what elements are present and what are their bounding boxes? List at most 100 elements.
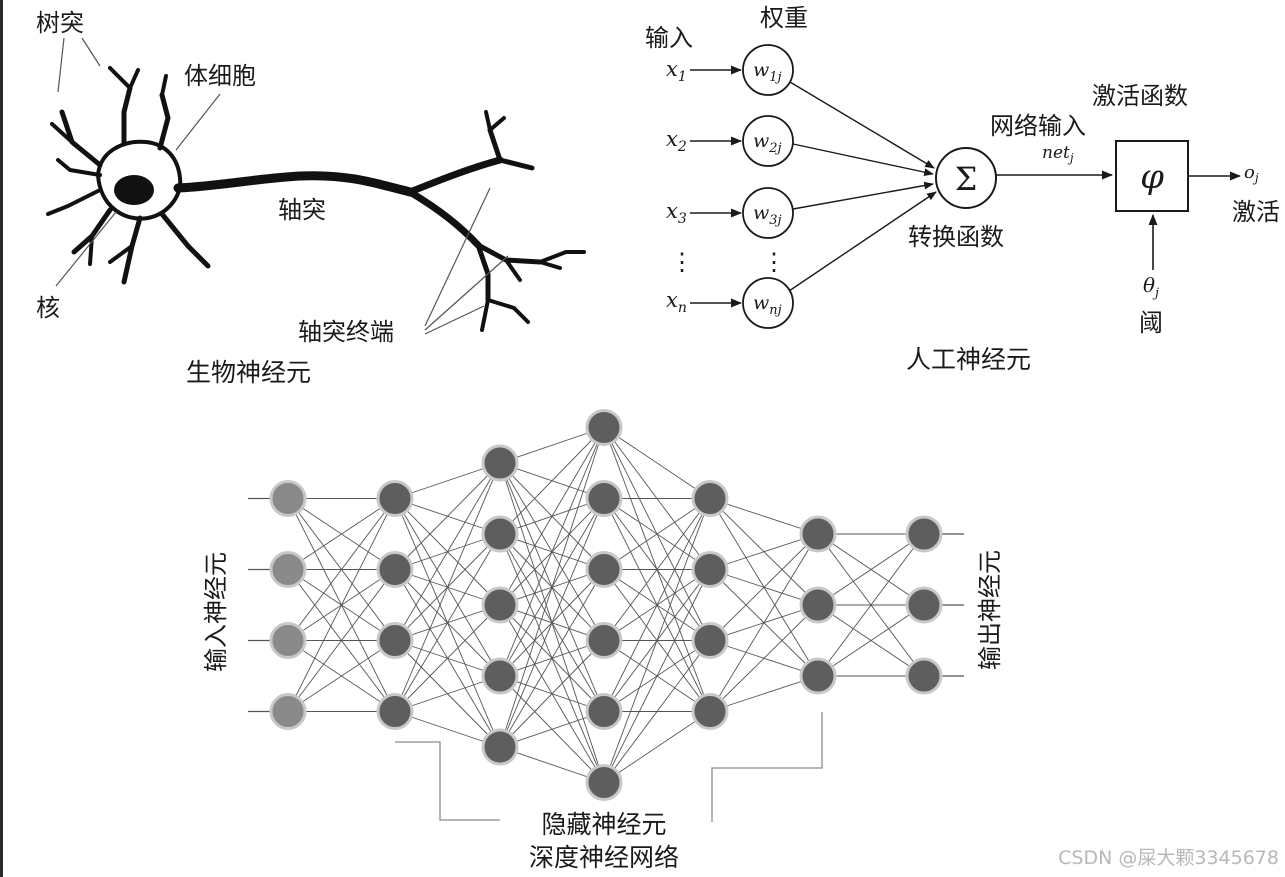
- weight-wnj: wnj: [753, 292, 782, 318]
- activation-box: [1115, 140, 1189, 212]
- dnn-edge: [709, 675, 819, 712]
- watermark: CSDN @屎大颗3345678: [1058, 847, 1279, 869]
- biological-neuron: 树突 体细胞 核 轴突 轴突终端 生物神经元: [36, 9, 586, 387]
- input-x3: x3: [666, 199, 687, 227]
- dnn-edge: [287, 498, 396, 641]
- hidden-neuron: [481, 586, 519, 624]
- soma-label: 体细胞: [184, 62, 256, 90]
- axon-terminal-label: 轴突终端: [298, 318, 394, 346]
- dnn-edge: [603, 498, 711, 641]
- dnn-edge: [817, 533, 925, 677]
- hidden-neuron: [376, 480, 414, 517]
- dnn-edges: [287, 427, 925, 783]
- axon-shape: [173, 171, 415, 197]
- input-title: 输入: [645, 24, 693, 52]
- dnn-edge: [603, 427, 711, 499]
- dnn-edge: [499, 427, 605, 535]
- hidden-neuron: [585, 693, 623, 730]
- input-ellipsis: ⋮: [670, 248, 694, 276]
- weight-node-n: [742, 277, 794, 329]
- dnn-edge: [394, 462, 501, 712]
- activation-symbol: φ: [1140, 157, 1164, 197]
- axon-label: 轴突: [278, 196, 326, 224]
- hidden-neuron: [481, 515, 519, 553]
- summation-node: [935, 147, 997, 209]
- net-label: netj: [1042, 143, 1074, 165]
- dnn-edge: [603, 498, 711, 783]
- hidden-neuron: [585, 622, 623, 659]
- dnn-edge: [499, 427, 605, 606]
- hidden-neuron: [481, 728, 519, 766]
- dnn-edge: [394, 462, 501, 570]
- input-x1: x1: [666, 57, 687, 85]
- dnn-edge: [287, 498, 396, 712]
- weight-title: 权重: [760, 4, 808, 32]
- nucleus-shape: [114, 175, 154, 205]
- artificial-caption: 人工神经元: [906, 345, 1031, 374]
- activation-function-title: 激活函数: [1092, 82, 1188, 110]
- input-neuron: [269, 622, 307, 659]
- hidden-neuron: [376, 551, 414, 588]
- weight-node-2: [742, 115, 794, 167]
- dnn-edge: [709, 533, 819, 712]
- threshold-title: 阈: [1139, 309, 1163, 337]
- hidden-bracket: [395, 712, 823, 822]
- deep-network-caption: 深度神经网络: [529, 843, 679, 872]
- dnn-edge: [287, 569, 396, 712]
- bio-leader-lines: [55, 37, 509, 335]
- dnn-edge: [603, 640, 711, 783]
- input-x2: x2: [666, 127, 687, 155]
- dnn-edge: [499, 427, 605, 677]
- dnn-edge: [499, 640, 605, 748]
- dnn-edge: [817, 533, 925, 606]
- weight-node-3: [742, 187, 794, 239]
- output-neuron: [905, 586, 943, 624]
- nucleus-label: 核: [36, 294, 60, 322]
- hidden-neuron: [799, 586, 837, 624]
- sum-symbol: Σ: [955, 160, 978, 198]
- dnn-edge: [499, 427, 605, 748]
- output-neuron: [905, 657, 943, 695]
- input-neurons-label: 输入神经元: [202, 552, 230, 672]
- weight-w2j: w2j: [753, 130, 782, 156]
- hidden-neuron: [585, 764, 623, 801]
- artificial-neuron: 输入 权重 x1 w1j x2 w2j x3 w3j ⋮ ⋮ xn wnj: [645, 4, 1280, 374]
- input-neuron: [269, 551, 307, 588]
- dnn-edge: [709, 533, 819, 641]
- hidden-neuron: [481, 444, 519, 482]
- output-neuron: [905, 515, 943, 553]
- hidden-neuron: [799, 657, 837, 695]
- dnn-edge: [603, 498, 711, 570]
- weight-ellipsis: ⋮: [762, 248, 786, 276]
- dnn-edge: [817, 604, 925, 677]
- dnn-edge: [709, 498, 819, 535]
- weight-w3j: w3j: [753, 202, 782, 228]
- output-neurons-label: 输出神经元: [976, 550, 1004, 670]
- dnn-edge: [603, 569, 711, 783]
- hidden-neuron: [376, 693, 414, 730]
- deep-neural-network: 输入神经元 输出神经元 隐藏神经元 深度神经网络: [202, 409, 1004, 872]
- hidden-neuron: [585, 480, 623, 517]
- threshold-theta: θj: [1143, 273, 1159, 301]
- hidden-neuron: [691, 693, 729, 730]
- bio-caption: 生物神经元: [186, 358, 311, 387]
- output-title: 激活: [1232, 198, 1280, 226]
- hidden-neuron: [691, 480, 729, 517]
- output-oj: oj: [1244, 162, 1259, 185]
- hidden-neuron: [585, 551, 623, 588]
- dnn-edge: [394, 533, 501, 712]
- net-input-title: 网络输入: [990, 112, 1086, 140]
- dendrite-label: 树突: [36, 9, 84, 37]
- hidden-neurons-label: 隐藏神经元: [541, 810, 666, 839]
- dnn-edge: [603, 711, 711, 783]
- dnn-edge: [499, 569, 605, 748]
- transfer-function-label: 转换函数: [908, 223, 1004, 251]
- input-neuron: [269, 693, 307, 730]
- dnn-edge: [394, 604, 501, 712]
- dnn-edge: [394, 462, 501, 641]
- input-xn: xn: [666, 288, 687, 316]
- hidden-neuron: [481, 657, 519, 695]
- hidden-neuron: [376, 622, 414, 659]
- dnn-edge: [709, 533, 819, 570]
- input-neuron: [269, 480, 307, 517]
